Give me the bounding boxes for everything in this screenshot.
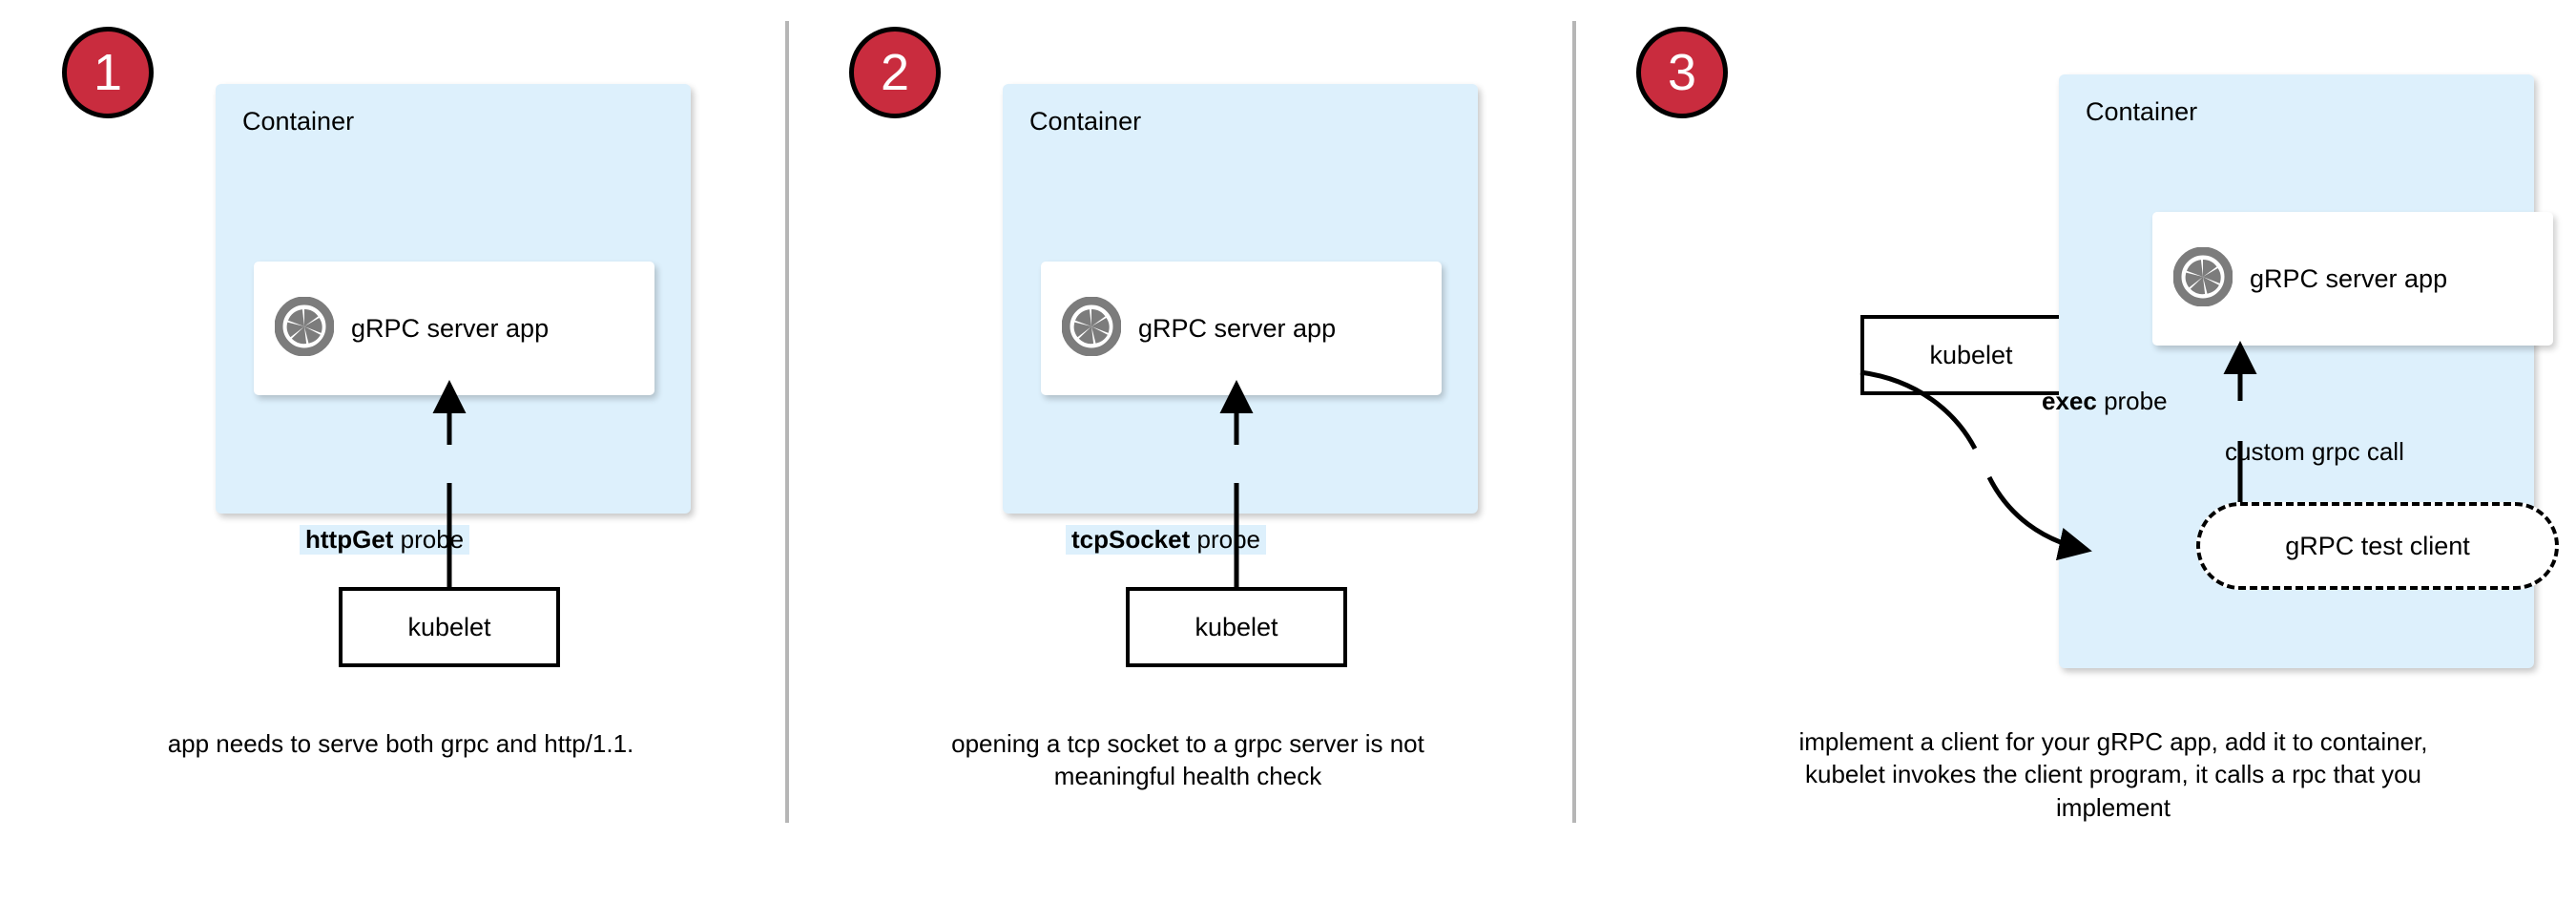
container-label-2: Container <box>1029 107 1142 136</box>
grpc-server-app-label-1: gRPC server app <box>351 313 550 343</box>
step-badge-1-number: 1 <box>93 44 123 101</box>
probe-label-3: exec probe <box>2042 387 2168 416</box>
probe-label-1-rest: probe <box>393 525 465 554</box>
probe-label-1: httpGet probe <box>300 525 470 555</box>
probe-label-2-bold: tcpSocket <box>1071 525 1191 554</box>
grpc-aperture-icon <box>2172 246 2233 311</box>
probe-label-2: tcpSocket probe <box>1066 525 1266 555</box>
kubelet-label-1: kubelet <box>407 612 491 641</box>
caption-3: implement a client for your gRPC app, ad… <box>1798 727 2428 822</box>
panel-exec-probe: 3 kubelet Container <box>1574 0 2576 923</box>
container-box-3: Container gRPC <box>2059 74 2559 668</box>
grpc-aperture-icon <box>1061 296 1122 361</box>
step-badge-2-number: 2 <box>880 44 910 101</box>
grpc-server-app-card-3: gRPC server app <box>2152 212 2553 346</box>
step-badge-3: 3 <box>1636 27 1728 118</box>
grpc-aperture-icon <box>274 296 335 361</box>
step-badge-2: 2 <box>849 27 941 118</box>
caption-2: opening a tcp socket to a grpc server is… <box>951 729 1424 791</box>
step-badge-1: 1 <box>62 27 154 118</box>
probe-label-3-bold: exec <box>2042 387 2097 415</box>
custom-grpc-call-label: custom grpc call <box>2219 437 2410 467</box>
probe-label-1-bold: httpGet <box>305 525 394 554</box>
caption-1: app needs to serve both grpc and http/1.… <box>167 729 634 758</box>
grpc-server-app-card-2: gRPC server app <box>1041 262 1442 395</box>
grpc-server-app-label-2: gRPC server app <box>1138 313 1337 343</box>
panel-divider-1 <box>785 21 789 823</box>
step-badge-3-number: 3 <box>1667 44 1697 101</box>
container-label-1: Container <box>242 107 355 136</box>
container-box-1: Container gRPC <box>216 84 691 555</box>
container-box-2: Container gRPC <box>1003 84 1478 555</box>
grpc-server-app-label-3: gRPC server app <box>2250 263 2448 293</box>
kubelet-box-2: kubelet <box>1126 587 1347 667</box>
grpc-server-app-card-1: gRPC server app <box>254 262 654 395</box>
panel-httpget-probe: 1 Container <box>0 0 787 923</box>
kubelet-box-3: kubelet <box>1860 315 2082 395</box>
kubelet-label-2: kubelet <box>1195 612 1278 641</box>
panel-tcpsocket-probe: 2 Container <box>787 0 1574 923</box>
probe-label-2-rest: probe <box>1190 525 1260 554</box>
grpc-test-client-pill: gRPC test client <box>2196 502 2559 590</box>
panel-divider-2 <box>1572 21 1576 823</box>
grpc-test-client-label: gRPC test client <box>2285 531 2470 560</box>
kubelet-label-3: kubelet <box>1929 340 2013 369</box>
probe-label-3-rest: probe <box>2096 387 2168 415</box>
kubelet-box-1: kubelet <box>339 587 560 667</box>
container-label-3: Container <box>2086 97 2198 126</box>
